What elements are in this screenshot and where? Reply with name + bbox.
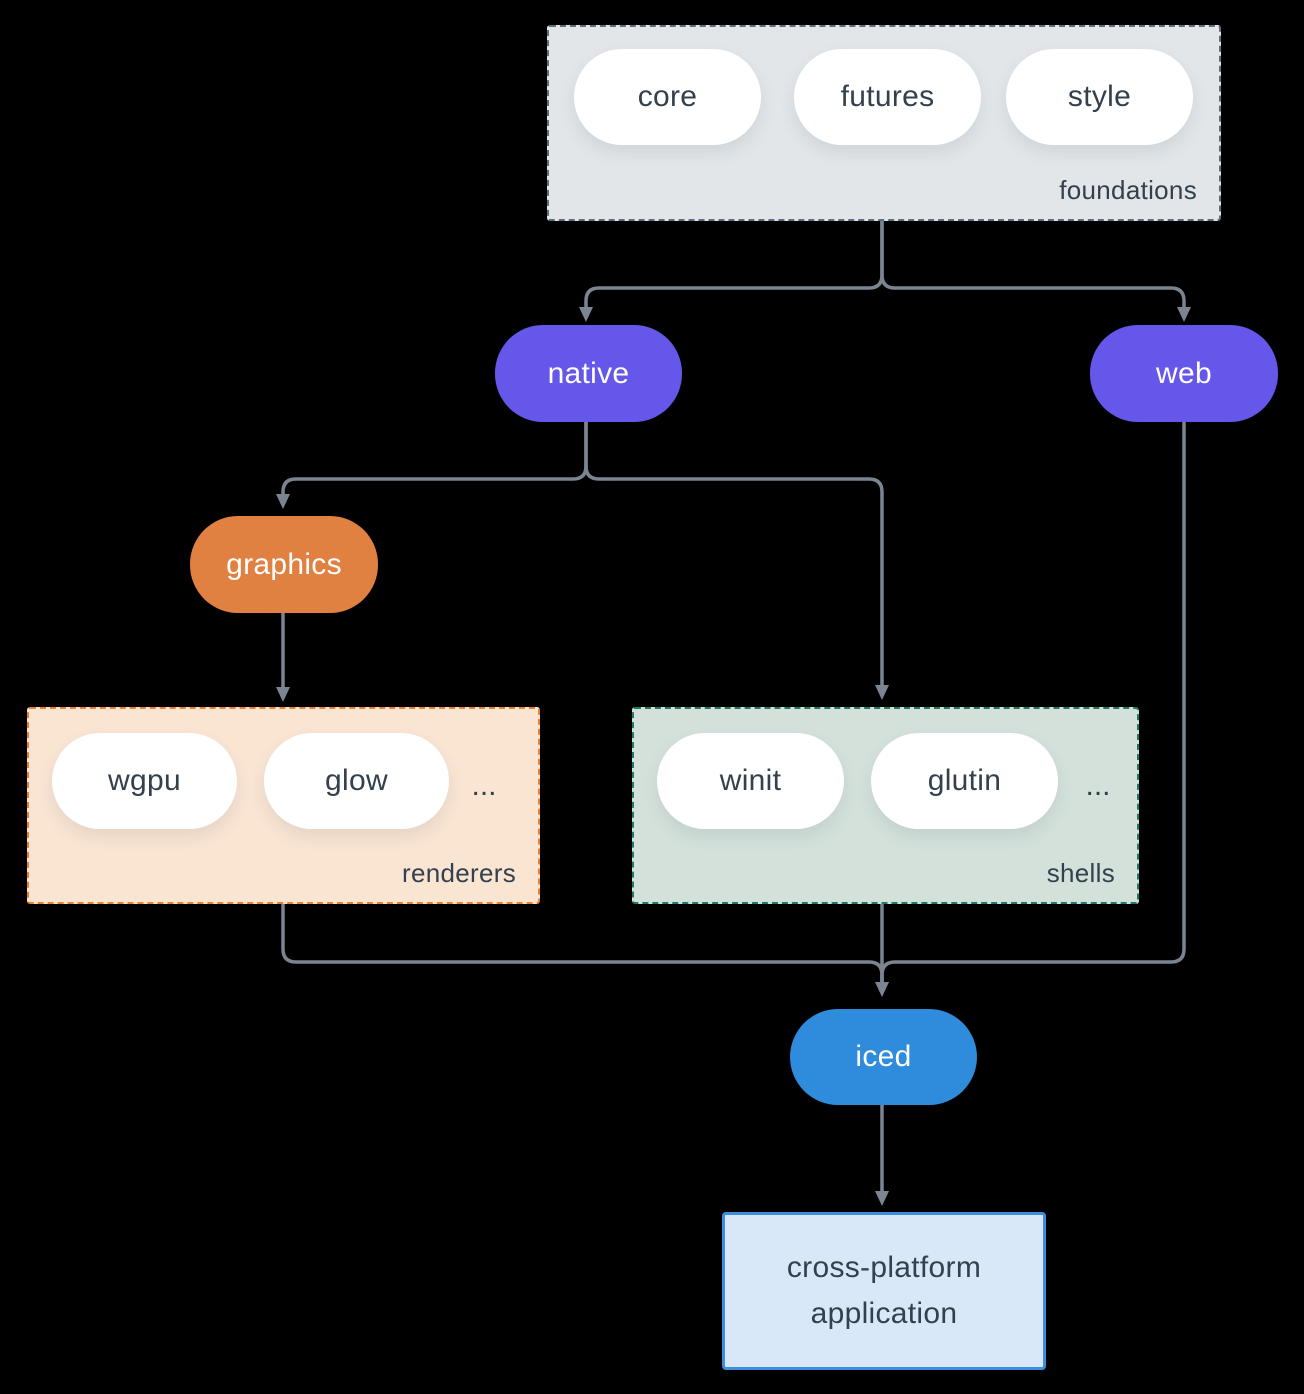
node-glow: glow: [264, 733, 449, 829]
node-cross-platform-application: cross-platform application: [722, 1212, 1046, 1370]
node-futures-label: futures: [840, 80, 935, 113]
arrow-renderers-to-iced: [281, 900, 884, 983]
shells-group: winit glutin ... shells: [632, 707, 1139, 904]
node-style-label: style: [1067, 80, 1132, 113]
node-native-label: native: [547, 356, 630, 390]
shells-group-label: shells: [1046, 858, 1115, 888]
node-glutin: glutin: [871, 733, 1058, 829]
renderers-group-label: renderers: [402, 858, 516, 888]
arrow-foundations-to-web: [880, 217, 1191, 322]
node-futures: futures: [794, 49, 981, 145]
node-style: style: [1006, 49, 1193, 145]
renderers-group: wgpu glow ... renderers: [27, 707, 540, 904]
foundations-group: core futures style foundations: [547, 25, 1221, 221]
shells-ellipsis: ...: [1085, 769, 1111, 802]
arrow-native-to-shells: [584, 422, 889, 700]
node-winit: winit: [657, 733, 844, 829]
node-native: native: [495, 325, 682, 422]
node-wgpu: wgpu: [52, 733, 237, 829]
node-glow-label: glow: [325, 764, 388, 797]
node-graphics-label: graphics: [226, 547, 342, 581]
arrow-native-to-graphics: [276, 422, 588, 509]
foundations-group-label: foundations: [1059, 175, 1197, 205]
arrow-foundations-to-native: [579, 217, 884, 322]
node-web-label: web: [1156, 356, 1212, 390]
renderers-ellipsis: ...: [471, 769, 497, 802]
node-web: web: [1090, 325, 1278, 422]
node-iced: iced: [790, 1009, 977, 1105]
node-glutin-label: glutin: [927, 764, 1002, 797]
node-cross-platform-application-label: cross-platform application: [786, 1250, 982, 1331]
node-iced-label: iced: [855, 1040, 912, 1073]
node-core: core: [574, 49, 761, 145]
node-graphics: graphics: [190, 516, 378, 613]
node-core-label: core: [637, 80, 698, 113]
node-wgpu-label: wgpu: [108, 764, 181, 797]
node-winit-label: winit: [719, 764, 782, 797]
